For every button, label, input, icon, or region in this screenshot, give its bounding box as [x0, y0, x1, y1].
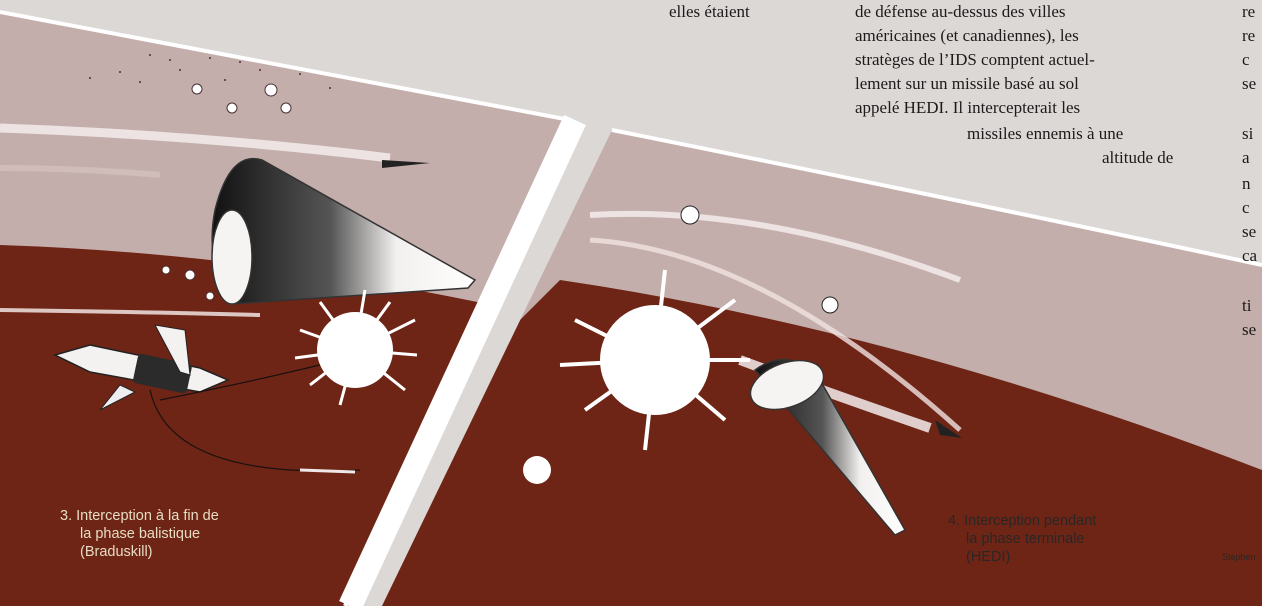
col3-line-13: ti: [1242, 296, 1251, 316]
col3-line-1: re: [1242, 2, 1255, 22]
caption-panel-4-line-3: (HEDI): [966, 549, 1010, 566]
caption-panel-3-line-1: 3. Interception à la fin de: [60, 508, 219, 525]
col3-line-6: si: [1242, 124, 1253, 144]
image-credit: Stephen: [1222, 552, 1256, 562]
col2-line-2: américaines (et canadiennes), les: [855, 26, 1079, 46]
caption-panel-4-line-1: 4. Interception pendant: [948, 513, 1096, 530]
col3-line-2: re: [1242, 26, 1255, 46]
col3-line-8: n: [1242, 174, 1251, 194]
caption-panel-3-line-2: la phase balistique: [80, 526, 200, 543]
col2-line-7: altitude de: [1102, 148, 1173, 168]
col2-line-6: missiles ennemis à une: [967, 124, 1123, 144]
col1-line-1: elles étaient: [669, 2, 750, 22]
col2-line-4: lement sur un missile basé au sol: [855, 74, 1079, 94]
col3-line-11: ca: [1242, 246, 1257, 266]
col3-line-3: c: [1242, 50, 1250, 70]
caption-panel-4-line-2: la phase terminale: [966, 531, 1085, 548]
col2-line-5: appelé HEDI. Il intercepterait les: [855, 98, 1080, 118]
col3-line-4: se: [1242, 74, 1256, 94]
caption-panel-3-line-3: (Braduskill): [80, 544, 153, 561]
col3-line-9: c: [1242, 198, 1250, 218]
col3-line-10: se: [1242, 222, 1256, 242]
col2-line-1: de défense au-dessus des villes: [855, 2, 1066, 22]
col3-line-7: a: [1242, 148, 1250, 168]
col3-line-14: se: [1242, 320, 1256, 340]
col2-line-3: stratèges de l’IDS comptent actuel-: [855, 50, 1095, 70]
